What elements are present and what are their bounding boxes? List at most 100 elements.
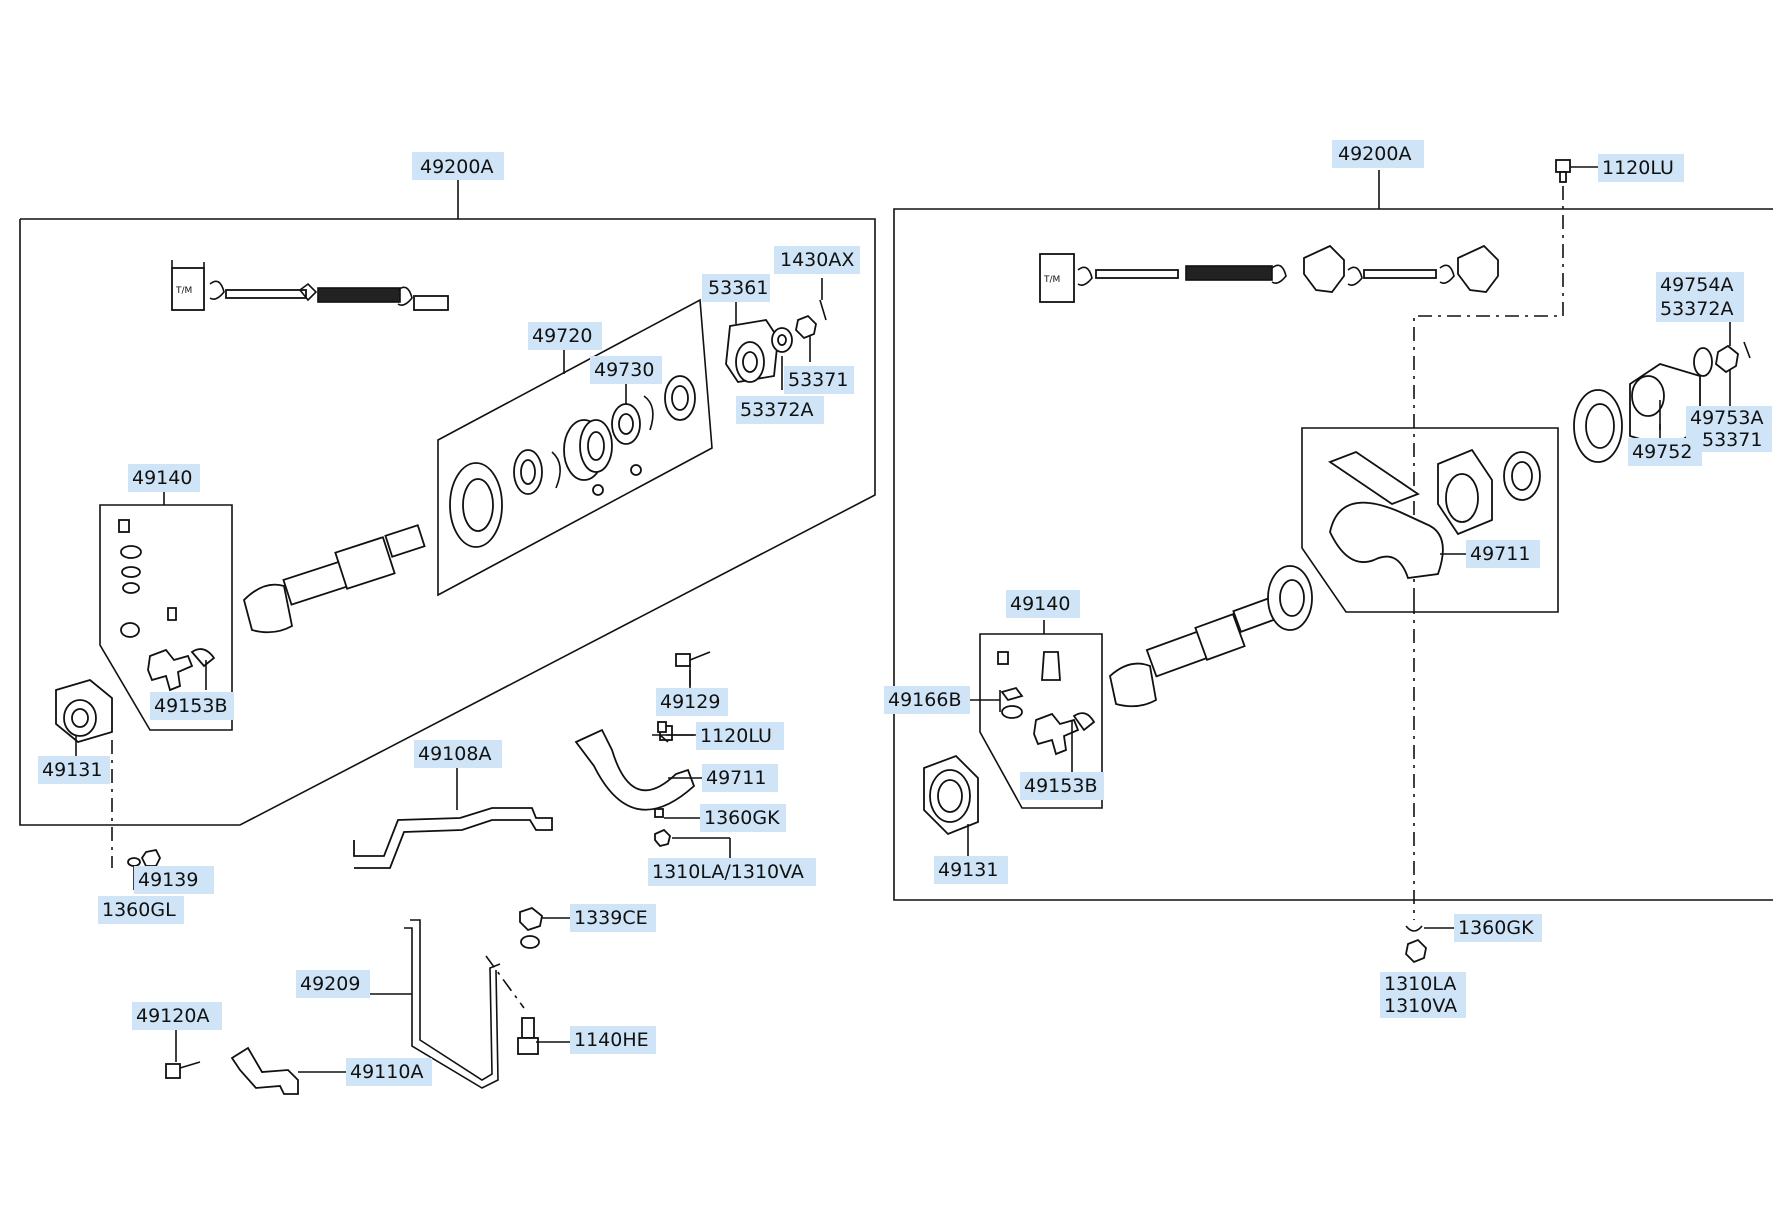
rear-flange-parts — [1573, 341, 1751, 463]
svg-text:53372A: 53372A — [740, 399, 813, 421]
svg-text:49139: 49139 — [138, 869, 198, 891]
washer-1360GK-right — [1405, 925, 1423, 932]
label-49166B[interactable]: 49166B — [884, 686, 970, 714]
svg-text:49131: 49131 — [42, 759, 102, 781]
flange-yoke-right — [923, 754, 979, 836]
svg-text:53361: 53361 — [708, 277, 768, 299]
svg-text:49200A: 49200A — [1338, 143, 1411, 165]
label-49200A-right[interactable]: 49200A — [1332, 140, 1424, 168]
label-1120LU-right[interactable]: 1120LU — [1598, 154, 1684, 182]
label-1430AX[interactable]: 1430AX — [774, 246, 860, 274]
label-49752[interactable]: 49752 — [1628, 438, 1702, 466]
svg-text:53372A: 53372A — [1660, 298, 1733, 320]
label-49754A[interactable]: 49754A — [1656, 272, 1744, 298]
label-1360GK-mid[interactable]: 1360GK — [700, 804, 786, 832]
label-49153B-left[interactable]: 49153B — [150, 692, 234, 720]
label-1360GK-right[interactable]: 1360GK — [1454, 914, 1542, 942]
label-49129[interactable]: 49129 — [656, 688, 728, 716]
tm-tag-right: T/M — [1043, 275, 1060, 285]
label-1310VA-right[interactable]: 1310VA — [1380, 994, 1466, 1018]
label-49140-right[interactable]: 49140 — [1006, 590, 1080, 618]
front-propeller-shaft — [242, 524, 426, 634]
left-assembly-frame — [19, 218, 876, 826]
label-1120LU-mid[interactable]: 1120LU — [696, 722, 784, 750]
label-1310LA-right[interactable]: 1310LA — [1380, 972, 1466, 996]
svg-text:49120A: 49120A — [136, 1005, 209, 1027]
svg-text:49153B: 49153B — [1024, 775, 1097, 797]
svg-text:49711: 49711 — [1470, 543, 1530, 565]
svg-text:49140: 49140 — [1010, 593, 1070, 615]
label-1140HE[interactable]: 1140HE — [570, 1026, 656, 1054]
svg-text:1140HE: 1140HE — [574, 1029, 649, 1051]
label-49753A[interactable]: 49753A — [1686, 406, 1772, 430]
svg-text:49752: 49752 — [1632, 441, 1692, 463]
label-53371-left[interactable]: 53371 — [784, 366, 854, 394]
right-assembly: T/M — [893, 159, 1773, 964]
svg-text:49209: 49209 — [300, 973, 360, 995]
bolt-49120A — [165, 1061, 201, 1079]
svg-text:1310LA/1310VA: 1310LA/1310VA — [652, 861, 804, 883]
right-assembly-frame — [893, 208, 1773, 901]
label-1339CE[interactable]: 1339CE — [570, 904, 656, 932]
svg-text:49730: 49730 — [594, 359, 654, 381]
label-53371-right[interactable]: 53371 — [1686, 428, 1772, 452]
label-49131-left[interactable]: 49131 — [38, 756, 110, 784]
rear-propeller-shaft — [1109, 565, 1313, 708]
label-1310LA-1310VA-mid[interactable]: 1310LA/1310VA — [648, 858, 816, 886]
label-49711-mid[interactable]: 49711 — [702, 764, 778, 792]
center-bearing-parts — [449, 375, 696, 548]
svg-text:49753A: 49753A — [1690, 407, 1763, 429]
svg-text:1430AX: 1430AX — [780, 249, 854, 271]
label-49108A[interactable]: 49108A — [414, 740, 502, 768]
svg-text:49129: 49129 — [660, 691, 720, 713]
label-49711-right[interactable]: 49711 — [1466, 540, 1540, 568]
label-49140-left[interactable]: 49140 — [128, 464, 200, 492]
label-49730[interactable]: 49730 — [590, 356, 662, 384]
svg-text:49108A: 49108A — [418, 743, 491, 765]
flange-yoke-left — [55, 679, 113, 743]
svg-text:1339CE: 1339CE — [574, 907, 648, 929]
svg-text:49131: 49131 — [938, 859, 998, 881]
label-49200A-left[interactable]: 49200A — [412, 152, 504, 180]
svg-text:49166B: 49166B — [888, 689, 961, 711]
label-53372A-right[interactable]: 53372A — [1656, 296, 1744, 322]
bolt-1140HE — [517, 1017, 539, 1055]
svg-text:1360GL: 1360GL — [102, 899, 176, 921]
label-49120A[interactable]: 49120A — [132, 1002, 222, 1030]
label-53372A-left[interactable]: 53372A — [736, 396, 824, 424]
label-49153B-right[interactable]: 49153B — [1020, 772, 1104, 800]
label-1360GL[interactable]: 1360GL — [98, 896, 184, 924]
left-assembly: T/M — [19, 178, 876, 868]
part-number-labels: 49200A 1430AX 53361 49720 49730 53371 53… — [38, 140, 1772, 1086]
hanger-bracket-middle — [574, 725, 696, 811]
svg-text:53371: 53371 — [1702, 429, 1762, 451]
svg-text:49711: 49711 — [706, 767, 766, 789]
svg-text:1360GK: 1360GK — [704, 807, 780, 829]
svg-text:49720: 49720 — [532, 325, 592, 347]
label-49139[interactable]: 49139 — [134, 866, 214, 894]
svg-text:1310VA: 1310VA — [1384, 995, 1457, 1017]
strap-49108A — [353, 807, 553, 869]
label-49110A[interactable]: 49110A — [346, 1058, 432, 1086]
label-53361[interactable]: 53361 — [702, 274, 770, 302]
universal-joint-parts-left — [118, 519, 216, 692]
nut-1310LA-right — [1405, 938, 1427, 964]
svg-text:49754A: 49754A — [1660, 274, 1733, 296]
shaft-overview-left: T/M — [171, 260, 449, 311]
label-49720[interactable]: 49720 — [528, 322, 602, 350]
label-49209[interactable]: 49209 — [296, 970, 370, 998]
center-bearing-parts-right — [1328, 448, 1541, 579]
companion-flange-left — [725, 299, 827, 383]
svg-text:49110A: 49110A — [350, 1061, 423, 1083]
center-bearing-box — [437, 298, 713, 597]
center-bearing-box-right — [1301, 427, 1559, 613]
label-49131-right[interactable]: 49131 — [934, 856, 1008, 884]
bolt-1120LU-right — [1555, 159, 1571, 183]
clamp-49110A — [230, 1046, 299, 1095]
svg-text:53371: 53371 — [788, 369, 848, 391]
svg-text:49140: 49140 — [132, 467, 192, 489]
svg-text:49200A: 49200A — [420, 156, 493, 178]
universal-joint-box-left — [99, 504, 233, 731]
svg-text:1120LU: 1120LU — [700, 725, 772, 747]
